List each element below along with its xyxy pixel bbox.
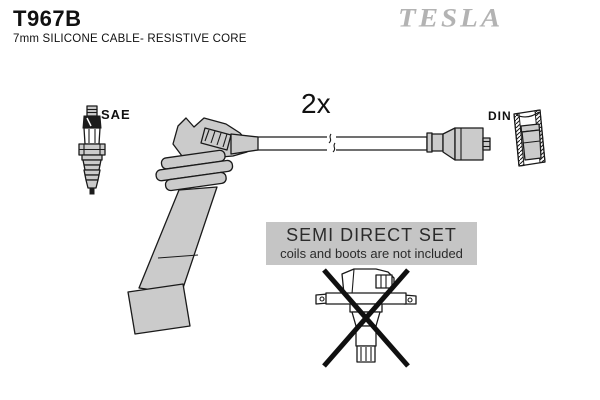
part-number: T967B (13, 6, 82, 31)
sae-terminal-label: SAE (101, 107, 131, 122)
tesla-logo: TESLA (398, 3, 504, 33)
quantity-label: 2x (301, 88, 331, 119)
din-terminal-label: DIN (488, 109, 512, 123)
ignition-coil-drawing (315, 268, 417, 363)
cross-out-x (322, 268, 410, 368)
din-connector-end (426, 127, 491, 161)
notice-box: SEMI DIRECT SET coils and boots are not … (266, 222, 477, 265)
coil-boot (127, 117, 259, 335)
ignition-coil-crossed-out-icon (315, 268, 417, 368)
spark-plug-icon (78, 105, 106, 195)
cable-wire (254, 133, 428, 153)
notice-subtitle: coils and boots are not included (280, 246, 463, 261)
notice-title: SEMI DIRECT SET (286, 225, 457, 245)
product-subtitle: 7mm SILICONE CABLE- RESISTIVE CORE (13, 33, 247, 45)
coil-boot-cable-with-connector-icon (127, 117, 491, 335)
din-terminal-cap-section-icon (513, 109, 546, 167)
